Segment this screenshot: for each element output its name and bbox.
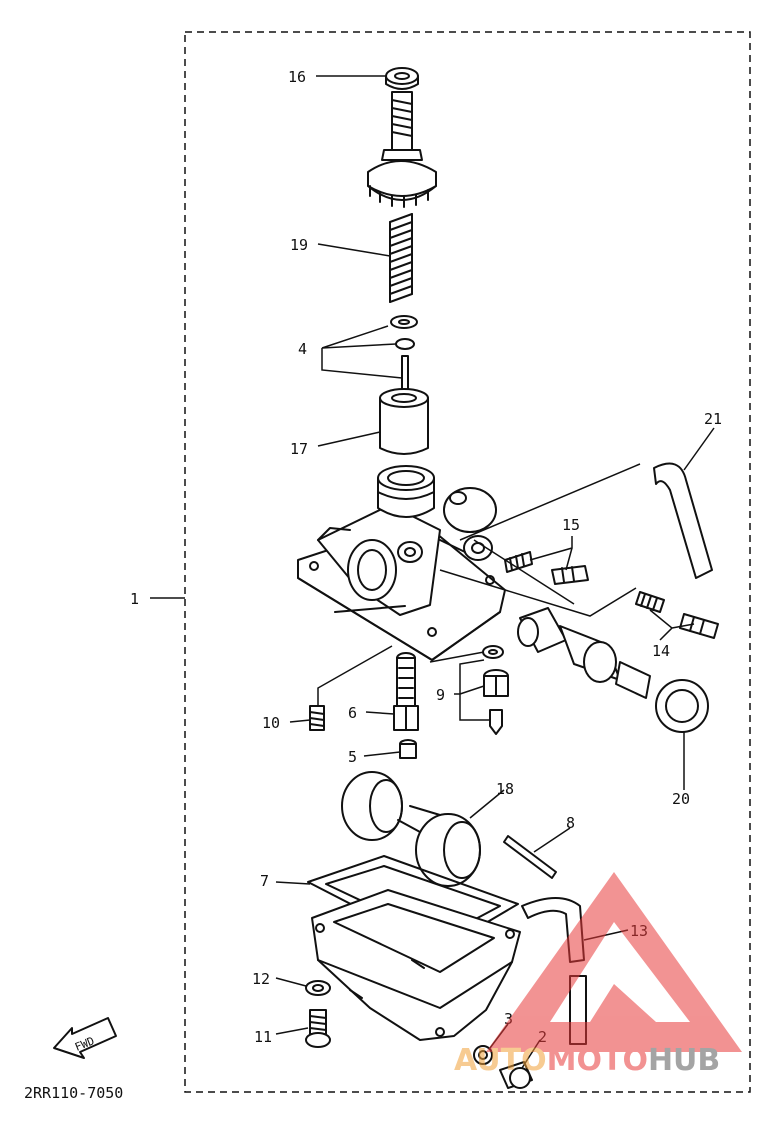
label-15: 15 [562, 516, 580, 534]
part-18-float [341, 771, 481, 887]
watermark-text: AUTOMOTOHUB [454, 1043, 720, 1078]
part-11-screw [305, 1009, 331, 1048]
label-1: 1 [130, 590, 139, 608]
connector-lines [317, 463, 641, 706]
part-6-needle-jet [393, 652, 419, 731]
part-20-choke-plunger [517, 607, 709, 733]
label-10: 10 [262, 714, 280, 732]
label-6: 6 [348, 704, 357, 722]
label-12: 12 [252, 970, 270, 988]
label-14: 14 [652, 642, 670, 660]
part-5-main-jet [399, 739, 417, 759]
label-11: 11 [254, 1028, 272, 1046]
label-7: 7 [260, 872, 269, 890]
part-top-cap [367, 91, 437, 208]
part-float-bowl [311, 889, 521, 1041]
label-3: 3 [504, 1010, 513, 1028]
label-16: 16 [288, 68, 306, 86]
part-4-clip-needle [390, 315, 418, 397]
part-8-float-pin [503, 835, 557, 879]
watermark-hub: HUB [648, 1043, 720, 1078]
label-19: 19 [290, 236, 308, 254]
part-9-pilot-jet [482, 645, 509, 735]
watermark-moto: MOTO [547, 1043, 648, 1078]
part-15-screws [504, 551, 589, 585]
part-19-spring [389, 213, 413, 303]
fwd-arrow: FWD [53, 1017, 117, 1059]
label-17: 17 [290, 440, 308, 458]
drawing-code: 2RR110-7050 [24, 1084, 123, 1102]
label-21: 21 [704, 410, 722, 428]
watermark-auto: AUTO [454, 1043, 547, 1078]
part-10-screw [309, 705, 325, 731]
label-9: 9 [436, 686, 445, 704]
label-4: 4 [298, 340, 307, 358]
part-17-throttle-valve [379, 388, 429, 455]
part-1-carburetor-body [297, 465, 506, 661]
part-12-washer [305, 980, 331, 996]
part-2-drain-screw [499, 1061, 533, 1089]
part-21-hose [653, 462, 713, 579]
leader-lines [150, 75, 715, 1069]
label-8: 8 [566, 814, 575, 832]
watermark-logo: AUTOMOTOHUB [454, 872, 742, 1078]
part-14-screws [635, 591, 719, 639]
label-20: 20 [672, 790, 690, 808]
assembly-boundary [184, 31, 751, 1093]
label-5: 5 [348, 748, 357, 766]
watermark-triangle [486, 872, 742, 1052]
label-18: 18 [496, 780, 514, 798]
part-16-nut [385, 67, 419, 90]
